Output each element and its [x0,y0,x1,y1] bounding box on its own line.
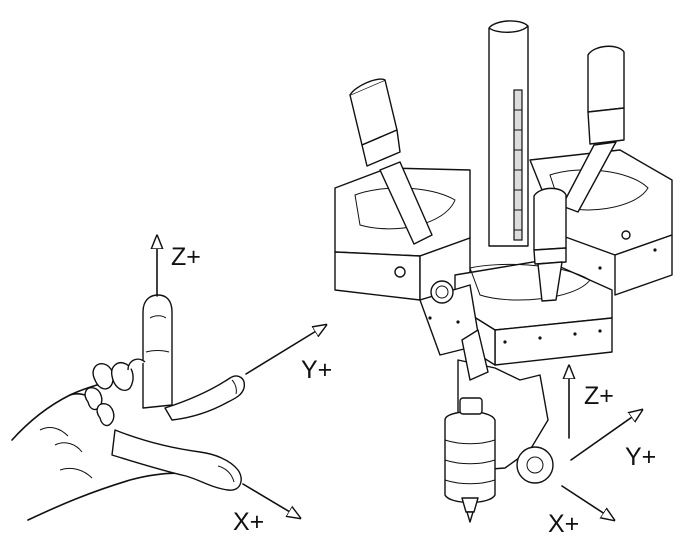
hand-x-axis-arrow [242,483,300,518]
hand-z-label: Z+ [171,243,201,271]
hand-y-axis-arrow [245,325,326,375]
machine-x-label: X+ [548,510,579,538]
machine-y-axis-arrow [570,410,642,461]
hand-x-label: X+ [233,508,264,536]
hand-y-label: Y+ [301,356,332,384]
delta-printer-illustration [334,20,673,523]
machine-x-axis-arrow [561,485,614,520]
machine-y-label: Y+ [625,443,656,471]
machine-z-label: Z+ [584,382,614,410]
right-hand-illustration [11,294,245,521]
